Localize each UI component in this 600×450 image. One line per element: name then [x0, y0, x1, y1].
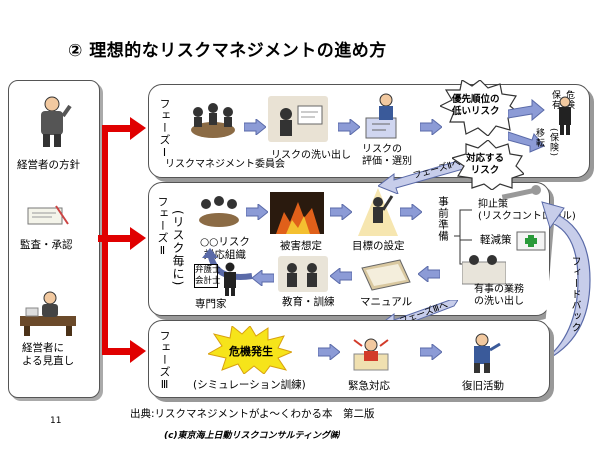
flow-arrow [420, 119, 442, 135]
copyright-credit: (c)東京海上日動リスクコンサルティング㈱ [164, 431, 340, 441]
executive-icon [41, 96, 72, 147]
risk-evaluation-icon [365, 93, 397, 139]
transfer-label: (保険) 移転 [534, 128, 558, 158]
low-priority-text: 優先順位の 低いリスク [452, 94, 500, 117]
flow-arrow [318, 344, 340, 360]
businessman-icon [559, 96, 571, 135]
flow-arrow-left [330, 268, 352, 284]
loop-arrow [202, 248, 253, 280]
emergency-response-label: 緊急対応 [348, 380, 390, 392]
goal-setting-label: 目標の設定 [352, 240, 405, 252]
red-arrow-bracket [98, 117, 146, 363]
low-priority-callout [440, 80, 520, 136]
emergency-response-icon [353, 338, 389, 371]
expert-label: 専門家 [195, 298, 227, 310]
manual-label: マニュアル [360, 296, 413, 308]
deterrence-label: 抑止策 (リスクコントロール) [478, 199, 576, 222]
target-risk-callout [452, 140, 524, 190]
organization-icon [199, 196, 239, 227]
committee-icon [191, 103, 235, 138]
feedback-label: フィードバック [569, 256, 580, 333]
risk-evaluation-label: リスクの 評価・選別 [362, 144, 412, 167]
target-risk-text: 対応する リスク [466, 153, 505, 176]
phase2-label: フェーズⅡ [156, 196, 169, 258]
phase1-label: フェーズⅠ [158, 98, 171, 160]
committee-label: リスクマネジメント委員会 [165, 159, 285, 170]
manual-icon [361, 259, 411, 291]
training-label: 教育・訓練 [282, 296, 335, 308]
disaster-fire-image [270, 192, 324, 234]
phase2-box [148, 182, 550, 316]
flow-arrow [338, 119, 360, 135]
policy-label: 経営者の方針 [17, 159, 80, 171]
source-citation: 出典:リスクマネジメントがよ〜くわかる本 第二版 [130, 408, 375, 420]
damage-estimate-label: 被害想定 [280, 240, 322, 252]
flow-arrow [420, 344, 442, 360]
feedback-arrow [541, 201, 591, 363]
risk-identification-label: リスクの洗い出し [271, 150, 351, 161]
retain-transfer-arrows [508, 98, 545, 153]
document-sign-icon [27, 205, 69, 225]
emergency-tasks-label: 有事の業務 の洗い出し [474, 284, 524, 307]
flow-arrow [330, 204, 352, 220]
phase3-label: フェーズⅢ [158, 330, 171, 392]
first-aid-kit-icon [516, 231, 546, 251]
simulation-label: (シミュレーション訓練) [193, 379, 306, 391]
mitigation-label: 軽減策 [480, 234, 512, 246]
advance-prep-label: 事前準備 [437, 196, 449, 242]
crisis-burst [208, 326, 292, 374]
phase2-sublabel: (リスク毎に) [171, 210, 185, 287]
flow-arrow-left [252, 270, 274, 286]
recovery-icon [474, 333, 501, 373]
expert-tag: 弁護士 会計士 [194, 264, 221, 288]
review-label: 経営者に よる見直し [22, 342, 75, 367]
audit-label: 監査・承認 [20, 239, 73, 251]
expert-icon [224, 262, 236, 296]
recovery-label: 復旧活動 [462, 380, 504, 392]
desk-executive-icon [20, 291, 76, 336]
to-phase2-arrow [378, 158, 478, 194]
flow-arrow [400, 204, 422, 220]
flow-arrow [244, 119, 266, 135]
page-number: 11 [50, 416, 62, 426]
flow-arrow-left [418, 266, 440, 282]
page-title: ② 理想的なリスクマネジメントの進め方 [68, 41, 387, 61]
flow-arrow [246, 204, 268, 220]
emergency-operations-icon [462, 255, 506, 285]
risk-identification-icon [268, 96, 328, 142]
training-icon [278, 256, 328, 292]
wrench-icon [501, 185, 541, 200]
crisis-label: 危機発生 [229, 345, 273, 358]
goal-setting-icon [358, 188, 398, 236]
